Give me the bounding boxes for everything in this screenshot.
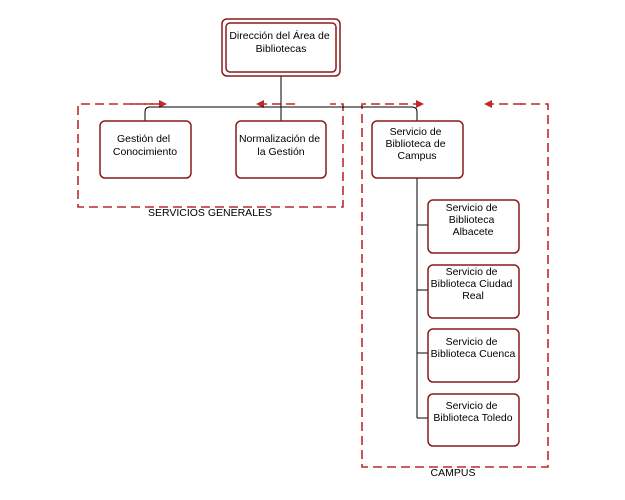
node-campus-line-2: Biblioteca de: [385, 138, 445, 150]
node-campus-box: [371, 120, 464, 179]
node-albacete-line-1: Servicio de: [446, 202, 498, 214]
node-albacete-line-3: Albacete: [453, 226, 494, 238]
group-campus-border: [361, 103, 549, 468]
node-servicio-biblioteca-campus: Servicio de Biblioteca de Campus: [371, 120, 464, 179]
node-cuenca-box: [427, 328, 520, 383]
node-toledo-line-1: Servicio de: [446, 400, 498, 412]
node-toledo-label: Servicio de Biblioteca Toledo: [433, 400, 512, 424]
node-toledo-box: [427, 393, 520, 447]
node-gestion-box: [99, 120, 192, 179]
node-albacete-label: Servicio de Biblioteca Albacete: [446, 202, 501, 238]
node-cuenca-label: Servicio de Biblioteca Cuenca: [431, 336, 516, 360]
node-campus-line-3: Campus: [397, 150, 436, 162]
node-gestion-conocimiento: Gestión del Conocimiento: [99, 120, 192, 179]
node-direccion-area-bibliotecas: Dirección del Área de Bibliotecas: [221, 18, 341, 77]
group-campus: CAMPUS: [361, 100, 549, 479]
node-root-line-1: Dirección del Área de: [229, 29, 330, 42]
node-root-line-2: Bibliotecas: [256, 43, 307, 55]
node-biblioteca-ciudad-real: Servicio de Biblioteca Ciudad Real: [427, 264, 520, 319]
node-root-label: Dirección del Área de Bibliotecas: [229, 29, 332, 55]
node-biblioteca-cuenca: Servicio de Biblioteca Cuenca: [427, 328, 520, 383]
node-normalizacion-gestion: Normalización de la Gestión: [235, 120, 327, 179]
node-biblioteca-toledo: Servicio de Biblioteca Toledo: [427, 393, 520, 447]
node-ciudad-real-line-3: Real: [462, 290, 484, 302]
node-gestion-label: Gestión del Conocimiento: [113, 133, 177, 158]
connectors: [144, 75, 428, 419]
node-toledo-line-2: Biblioteca Toledo: [433, 412, 512, 424]
group-label-campus: CAMPUS: [431, 467, 476, 479]
node-ciudad-real-line-1: Servicio de: [446, 266, 498, 278]
node-cuenca-line-1: Servicio de: [446, 336, 498, 348]
node-gestion-line-1: Gestión del: [117, 133, 170, 145]
node-normalizacion-label: Normalización de la Gestión: [239, 133, 323, 158]
node-cuenca-line-2: Biblioteca Cuenca: [431, 348, 516, 360]
node-biblioteca-albacete: Servicio de Biblioteca Albacete: [427, 199, 520, 254]
node-campus-label: Servicio de Biblioteca de Campus: [385, 126, 448, 162]
group-servicios-generales: SERVICIOS GENERALES: [77, 100, 344, 219]
node-normalizacion-line-1: Normalización de: [239, 133, 320, 145]
node-root-inner-border: [225, 22, 337, 73]
node-albacete-box: [427, 199, 520, 254]
node-ciudad-real-label: Servicio de Biblioteca Ciudad Real: [431, 266, 516, 302]
node-normalizacion-box: [235, 120, 327, 179]
node-gestion-line-2: Conocimiento: [113, 146, 177, 158]
node-ciudad-real-line-2: Biblioteca Ciudad: [431, 278, 513, 290]
node-normalizacion-line-2: la Gestión: [257, 146, 304, 158]
node-ciudad-real-box: [427, 264, 520, 319]
node-albacete-line-2: Biblioteca: [449, 214, 495, 226]
group-label-servicios-generales: SERVICIOS GENERALES: [148, 207, 272, 219]
node-campus-line-1: Servicio de: [390, 126, 442, 138]
